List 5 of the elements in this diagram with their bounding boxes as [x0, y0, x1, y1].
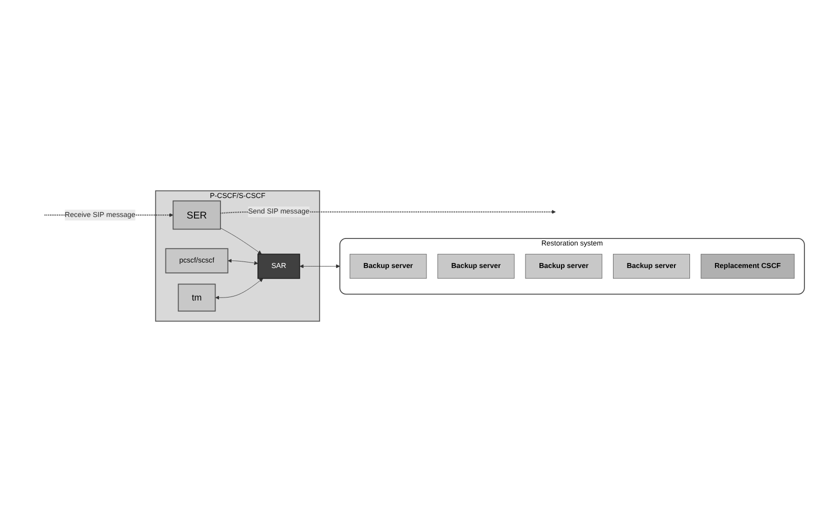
arrow	[300, 264, 340, 268]
process-box: tm	[178, 284, 216, 312]
process-box: SER	[172, 200, 221, 230]
arrow	[228, 258, 258, 265]
arrow	[215, 278, 264, 300]
